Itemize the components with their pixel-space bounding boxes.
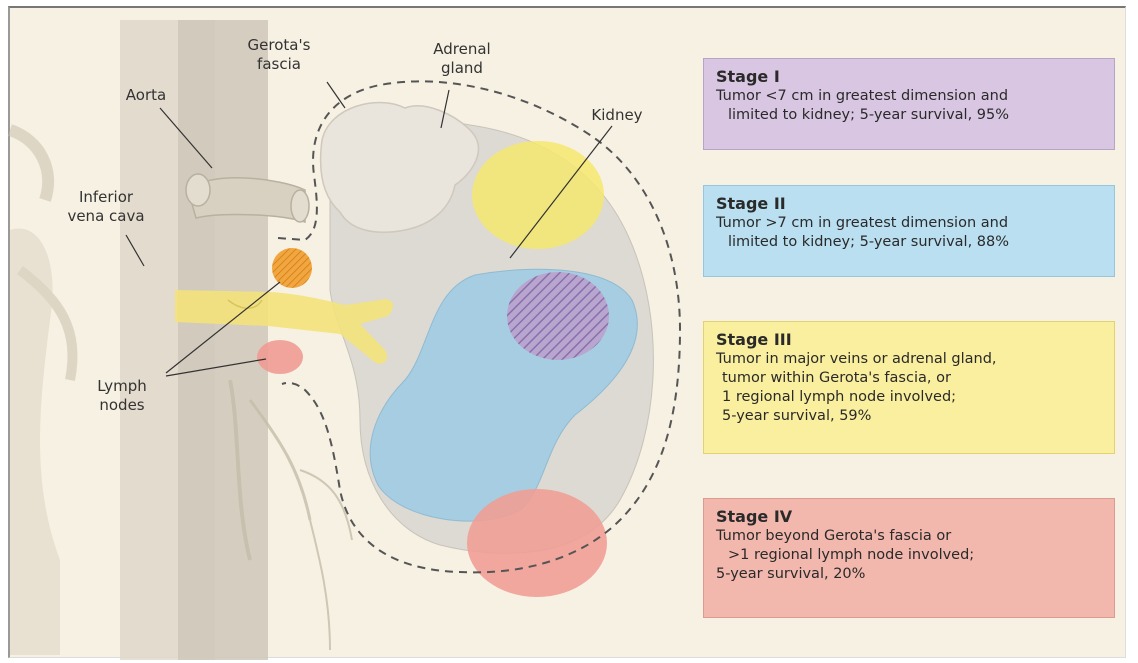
stage-iii-tumor-shape [472, 141, 604, 249]
stage-iii-box: Stage III Tumor in major veins or adrena… [703, 321, 1115, 454]
kidney-label-text: Kidney [591, 106, 642, 124]
stage-i-line-2: limited to kidney; 5-year survival, 95% [716, 106, 1102, 125]
stage-i-box: Stage I Tumor <7 cm in greatest dimensio… [703, 58, 1115, 150]
stage-iii-line-4: 5-year survival, 59% [716, 407, 1102, 426]
lymph-node-orange [272, 248, 312, 288]
stage-ii-box: Stage II Tumor >7 cm in greatest dimensi… [703, 185, 1115, 277]
stage-iv-line-1: Tumor beyond Gerota's fascia or [716, 527, 1102, 546]
aorta-shape [178, 20, 268, 660]
adrenal-gland-line-1: Adrenal [433, 40, 490, 58]
label-kidney: Kidney [585, 106, 649, 125]
ivc-line-2: vena cava [67, 207, 144, 225]
adrenal-gland-line-2: gland [441, 59, 483, 77]
stage-iii-line-2: tumor within Gerota's fascia, or [716, 369, 1102, 388]
stage-iv-line-2: >1 regional lymph node involved; [716, 546, 1102, 565]
stage-ii-title: Stage II [716, 194, 1102, 213]
label-inferior-vena-cava: Inferior vena cava [60, 188, 152, 226]
ivc-line-1: Inferior [79, 188, 133, 206]
stage-ii-line-2: limited to kidney; 5-year survival, 88% [716, 233, 1102, 252]
stage-iv-title: Stage IV [716, 507, 1102, 526]
label-gerotas-fascia: Gerota's fascia [244, 36, 314, 74]
stage-i-title: Stage I [716, 67, 1102, 86]
label-aorta: Aorta [116, 86, 176, 105]
aorta-label-text: Aorta [126, 86, 166, 104]
stage-i-tumor-shape [507, 272, 609, 360]
label-lymph-nodes: Lymph nodes [84, 377, 160, 415]
stage-iv-box: Stage IV Tumor beyond Gerota's fascia or… [703, 498, 1115, 618]
stage-iv-line-3: 5-year survival, 20% [716, 565, 1102, 584]
stage-ii-line-1: Tumor >7 cm in greatest dimension and [716, 214, 1102, 233]
label-adrenal-gland: Adrenal gland [425, 40, 499, 78]
lymph-nodes-line-2: nodes [99, 396, 144, 414]
lymph-node-red [257, 340, 303, 374]
stage-iii-title: Stage III [716, 330, 1102, 349]
stage-iii-line-3: 1 regional lymph node involved; [716, 388, 1102, 407]
stage-iv-tumor-shape [467, 489, 607, 597]
gerotas-fascia-line-1: Gerota's [248, 36, 311, 54]
stage-i-line-1: Tumor <7 cm in greatest dimension and [716, 87, 1102, 106]
gerotas-fascia-line-2: fascia [257, 55, 301, 73]
lymph-nodes-line-1: Lymph [97, 377, 147, 395]
stage-iii-line-1: Tumor in major veins or adrenal gland, [716, 350, 1102, 369]
